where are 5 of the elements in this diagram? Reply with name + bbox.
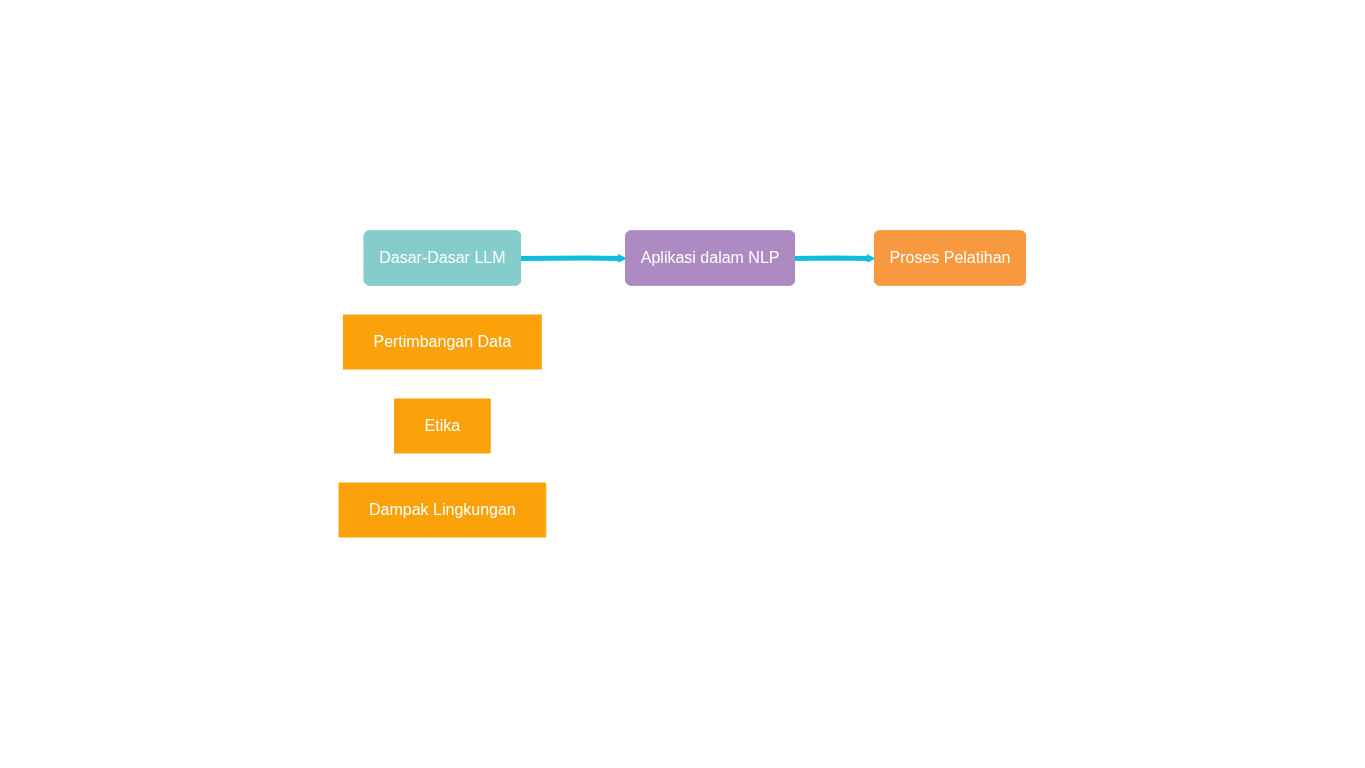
- node-box: Pertimbangan Data: [343, 314, 543, 370]
- arrow: [795, 254, 876, 263]
- node-box: Etika: [394, 398, 491, 454]
- node-box: Dampak Lingkungan: [338, 482, 547, 538]
- arrow: [521, 254, 627, 263]
